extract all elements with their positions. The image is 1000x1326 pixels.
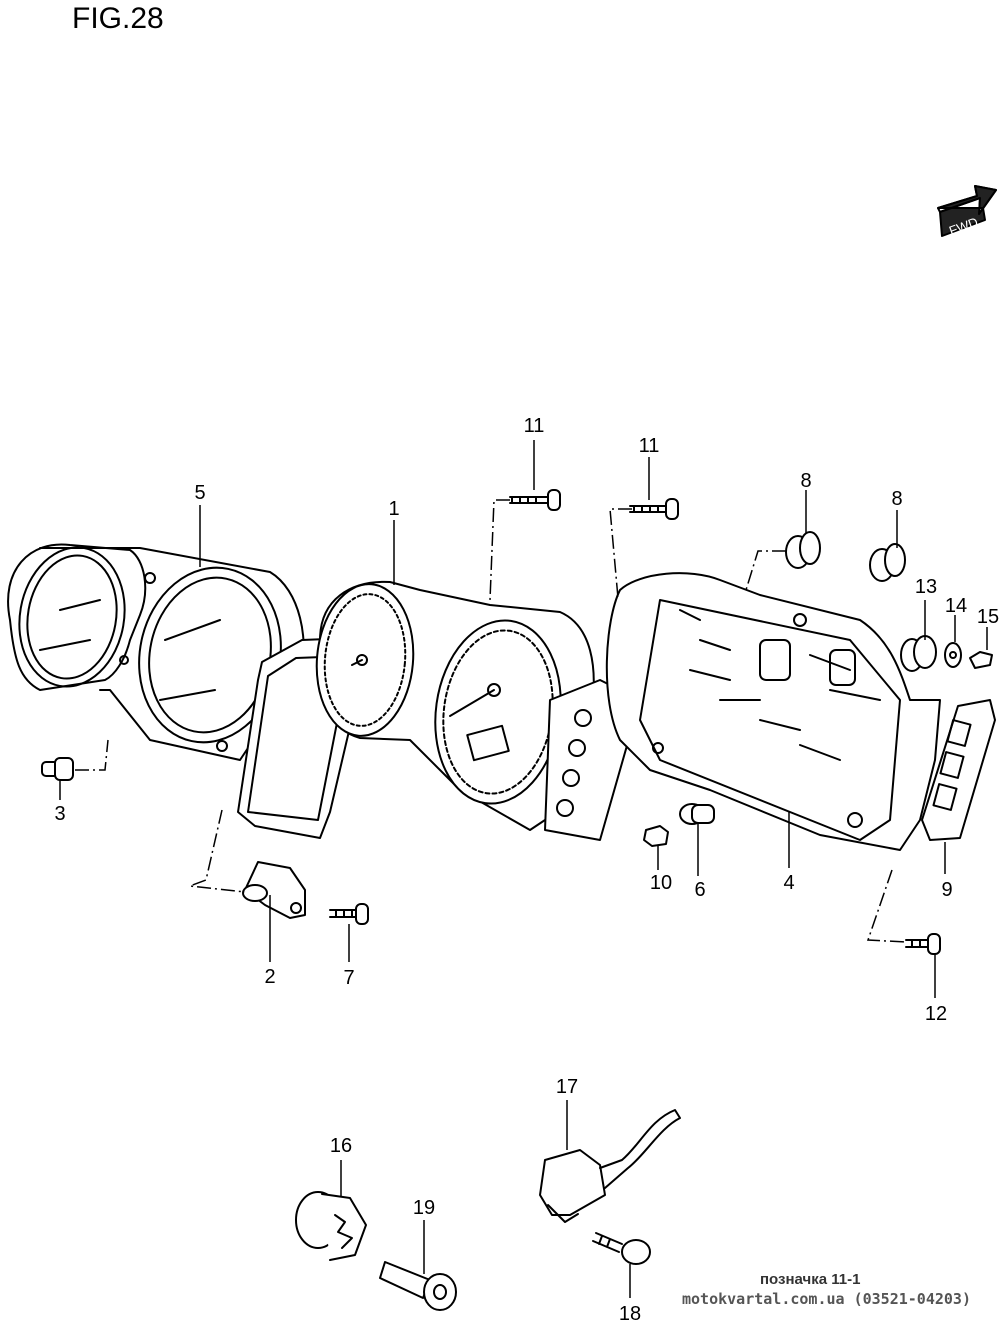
- leader-lines: [59, 440, 988, 1298]
- callout-3: 3: [54, 803, 65, 825]
- part-1-meter-assembly: [315, 580, 641, 841]
- callout-8b: 8: [891, 488, 902, 510]
- callout-7: 7: [343, 967, 354, 989]
- callout-18: 18: [619, 1303, 641, 1325]
- callout-10: 10: [650, 872, 672, 894]
- part-8-grommet-b: [869, 543, 906, 582]
- callout-6: 6: [694, 879, 705, 901]
- callout-15: 15: [977, 606, 999, 628]
- fwd-arrow-icon: FWD: [937, 185, 997, 239]
- part-17-sensor: [539, 1109, 681, 1223]
- part-12-screw: [905, 933, 941, 955]
- part-11-screw-b: [629, 498, 679, 520]
- part-19-bolt: [379, 1261, 457, 1311]
- footer-source: motokvartal.com.ua (03521-04203): [682, 1290, 971, 1308]
- part-11-screw-a: [509, 489, 561, 511]
- part-6-socket: [679, 803, 715, 825]
- part-4-meter-case: [605, 572, 941, 851]
- callout-9: 9: [941, 879, 952, 901]
- part-5-meter-cover: [7, 543, 369, 839]
- callout-2: 2: [264, 966, 275, 988]
- callout-11a: 11: [524, 415, 545, 437]
- part-14-washer: [944, 642, 962, 668]
- part-8-grommet-a: [785, 531, 821, 569]
- footer-label: позначка 11-1: [760, 1271, 861, 1288]
- part-2-socket: [242, 861, 306, 919]
- part-7-screw: [329, 903, 369, 925]
- part-16-holder: [295, 1191, 367, 1261]
- callout-11b: 11: [639, 435, 660, 457]
- callout-numbers: 1 2 3 4 5 6 7 8 8 9 10 11 11 12 13 14 15…: [54, 415, 999, 1325]
- callout-19: 19: [413, 1197, 435, 1219]
- callout-12: 12: [925, 1003, 947, 1025]
- part-18-bolt: [592, 1232, 651, 1265]
- assembly-lines: [75, 499, 907, 943]
- callout-5: 5: [194, 482, 205, 504]
- part-15-screw: [969, 651, 993, 669]
- figure-title: FIG.28: [72, 2, 164, 35]
- callout-1: 1: [388, 498, 399, 520]
- callout-17: 17: [556, 1076, 578, 1098]
- callout-8a: 8: [800, 470, 811, 492]
- callout-14: 14: [945, 595, 967, 617]
- part-3-bulb: [41, 757, 74, 781]
- part-13-cushion: [900, 635, 937, 672]
- callout-4: 4: [783, 872, 794, 894]
- callout-13: 13: [915, 576, 937, 598]
- part-9-gasket: [921, 699, 996, 841]
- part-10-bulb: [643, 825, 669, 847]
- callout-16: 16: [330, 1135, 352, 1157]
